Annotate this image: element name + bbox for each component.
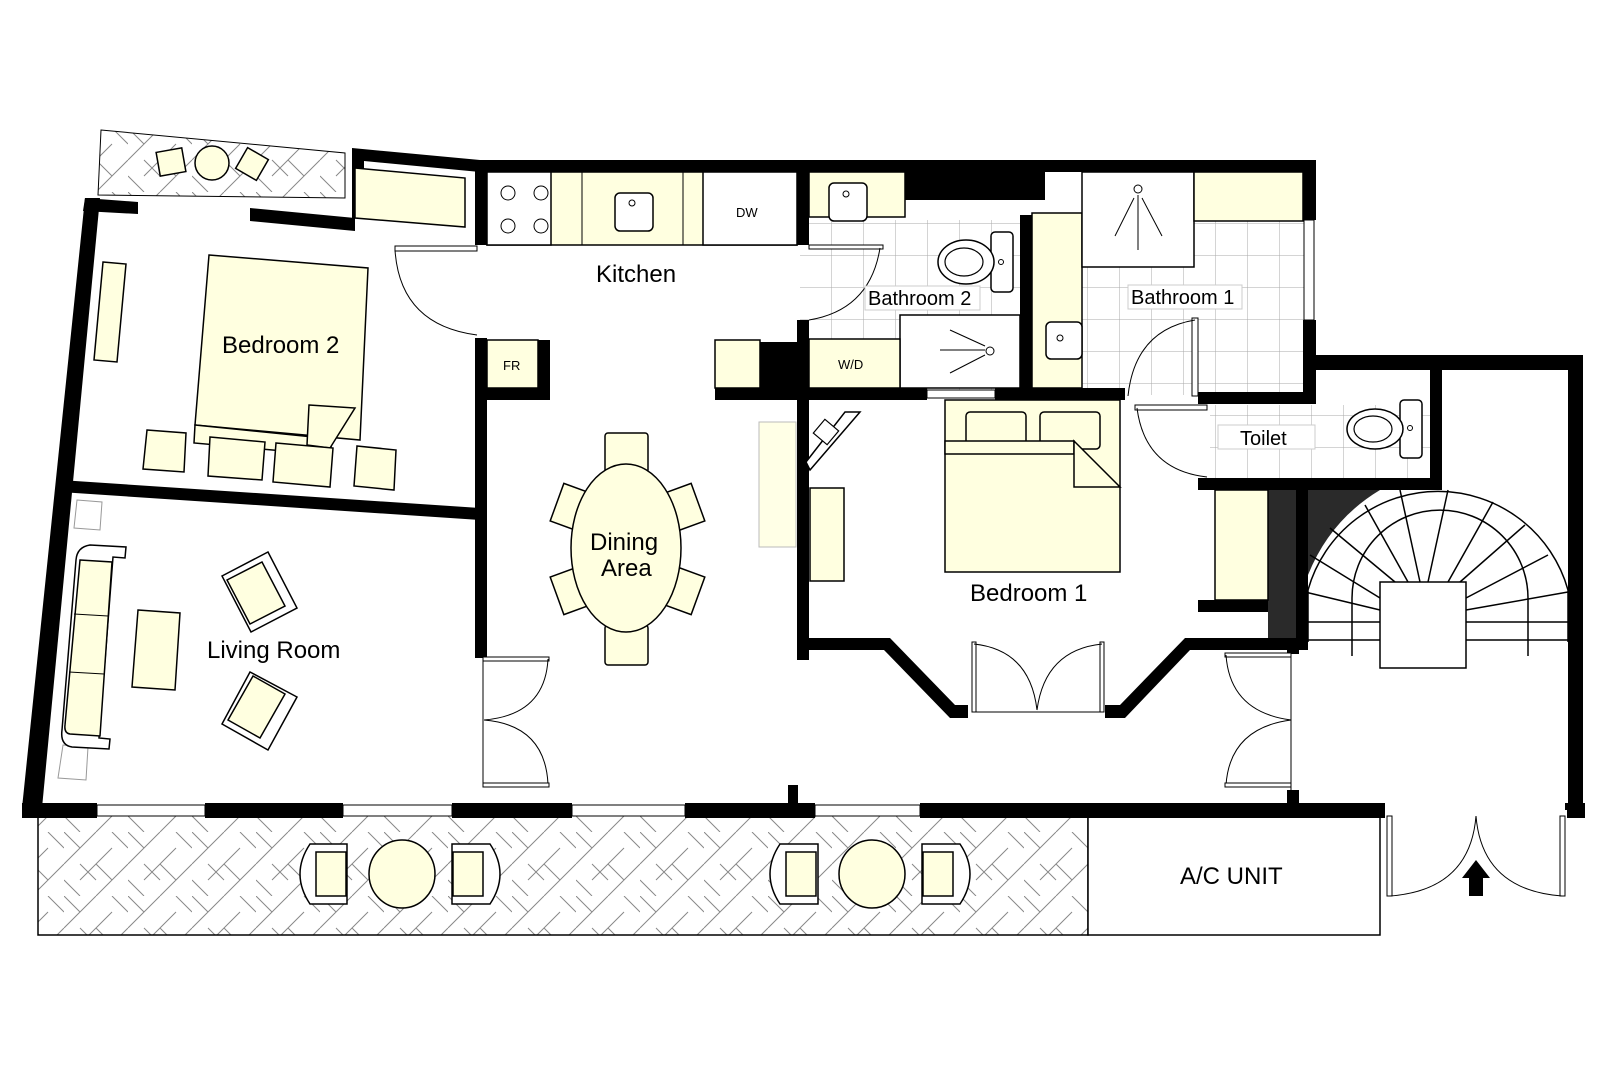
bedroom1-label: Bedroom 1 [970, 580, 1087, 607]
bathroom2-shower [899, 314, 1021, 389]
living-room-furniture [57, 499, 299, 781]
bathroom1-fixtures [1031, 171, 1304, 397]
cooktop [486, 171, 552, 246]
bedroom2-wardrobe [93, 261, 127, 363]
armchair-top [220, 550, 299, 634]
toilet-door [1134, 404, 1208, 478]
bathroom1-sink [1045, 321, 1083, 360]
bedroom2-furniture [93, 167, 466, 491]
dishwasher [702, 171, 798, 246]
dining-table [570, 463, 682, 633]
armchair-bottom [220, 670, 299, 752]
walls [22, 148, 1585, 818]
bathroom1-label: Bathroom 1 [1131, 287, 1234, 309]
bedroom1-furniture [805, 399, 1269, 601]
sideboard [758, 421, 797, 548]
fridge-code: FR [503, 358, 520, 373]
dining-table-set [549, 432, 706, 666]
bedroom2-bed [194, 254, 369, 441]
entrance-arrow-icon [1462, 860, 1490, 896]
toilet-fixtures [1134, 399, 1423, 478]
spiral-staircase [1304, 489, 1569, 669]
bathroom2-toilet [937, 231, 1014, 293]
toilet-label: Toilet [1240, 428, 1287, 450]
bedroom1-tv-corner [805, 411, 862, 472]
dishwasher-code: DW [736, 205, 758, 220]
dining-label-line1: Dining [590, 529, 658, 556]
kitchen-sink [614, 192, 654, 232]
ac-unit-label: A/C UNIT [1180, 863, 1283, 890]
kitchen-label: Kitchen [596, 261, 676, 288]
kitchen-counter: DW [486, 171, 798, 246]
bedroom2-label: Bedroom 2 [222, 332, 339, 359]
bathroom2-fixtures: W/D [808, 171, 1021, 389]
bedroom2-door [394, 245, 478, 336]
bathroom2-sink [828, 182, 868, 222]
washer-dryer-code: W/D [838, 357, 863, 372]
bathroom2-door [808, 244, 884, 321]
hall-door [1224, 652, 1292, 790]
top-balcony [97, 129, 346, 199]
fridge: FR [486, 339, 539, 389]
living-room-label: Living Room [207, 637, 340, 664]
bedroom1-wardrobe [1214, 489, 1269, 601]
bedroom1-french-door [971, 641, 1105, 713]
bottom-terrace [37, 814, 1089, 936]
dining-label-line2: Area [601, 555, 652, 582]
kitchen-side-cabinet [714, 339, 761, 389]
balcony-table [194, 145, 230, 181]
bathroom1-cabinet [1193, 171, 1304, 222]
sofa [60, 544, 127, 750]
ac-unit-area: A/C UNIT [1087, 814, 1381, 936]
bedroom2-nightstand-left [142, 429, 187, 473]
washer-dryer: W/D [808, 338, 901, 389]
entrance-door [1385, 810, 1567, 900]
bathroom1-door [1127, 317, 1199, 397]
balcony-chair-left [155, 147, 187, 177]
coffee-table [131, 609, 181, 691]
bedroom1-desk [809, 487, 845, 582]
bathroom1-shower [1081, 171, 1195, 268]
balcony-chair-right [234, 146, 270, 182]
terrace-seating-2 [769, 839, 971, 909]
bedroom2-nightstand-right [353, 445, 397, 491]
dining-terrace-door [482, 656, 550, 788]
bathroom2-label: Bathroom 2 [868, 288, 971, 310]
terrace-seating-1 [299, 839, 501, 909]
